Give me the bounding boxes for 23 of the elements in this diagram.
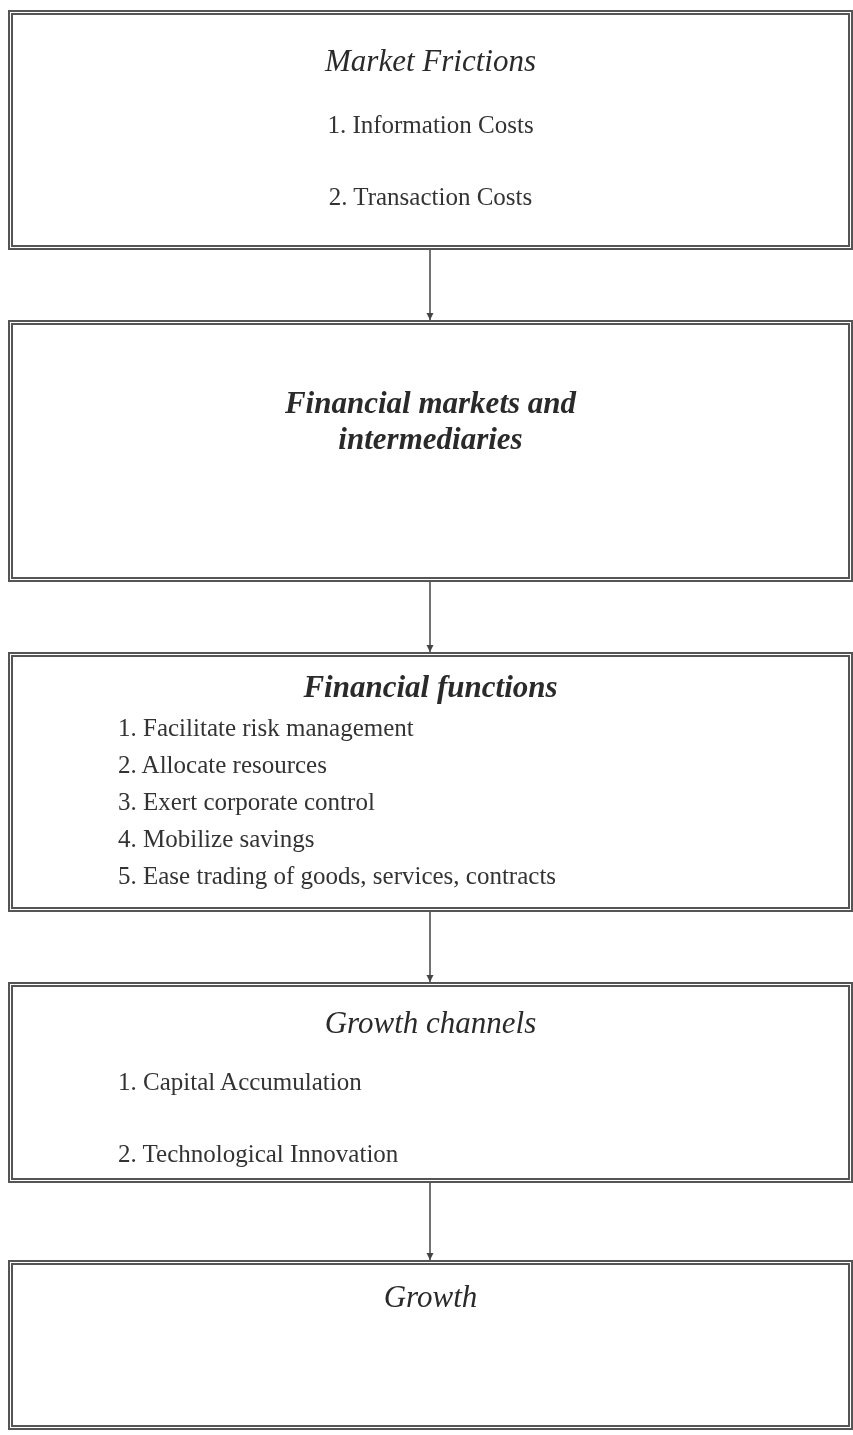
list-item: 1. Facilitate risk management	[118, 713, 414, 743]
process-box	[8, 10, 853, 250]
box-heading: Financial functions	[303, 669, 558, 705]
arrow	[426, 249, 434, 321]
box-heading: Market Frictions	[325, 43, 536, 79]
box-heading: Growth	[383, 1279, 478, 1315]
process-box	[8, 982, 853, 1183]
list-item: 2. Technological Innovation	[118, 1139, 399, 1169]
process-box	[8, 1260, 853, 1430]
list-item: 3. Exert corporate control	[118, 787, 375, 817]
box-heading: Financial markets and intermediaries	[283, 385, 578, 457]
list-item: 2. Transaction Costs	[328, 182, 533, 212]
list-item: 2. Allocate resources	[118, 750, 327, 780]
box-heading: Growth channels	[324, 1005, 537, 1041]
list-item: 1. Information Costs	[327, 110, 534, 140]
list-item: 5. Ease trading of goods, services, contracts	[118, 861, 557, 891]
arrow	[426, 1182, 434, 1261]
list-item: 4. Mobilize savings	[118, 824, 315, 854]
process-box	[8, 320, 853, 582]
arrow	[426, 911, 434, 983]
process-box	[8, 652, 853, 912]
list-item: 1. Capital Accumulation	[118, 1067, 362, 1097]
arrow	[426, 581, 434, 653]
